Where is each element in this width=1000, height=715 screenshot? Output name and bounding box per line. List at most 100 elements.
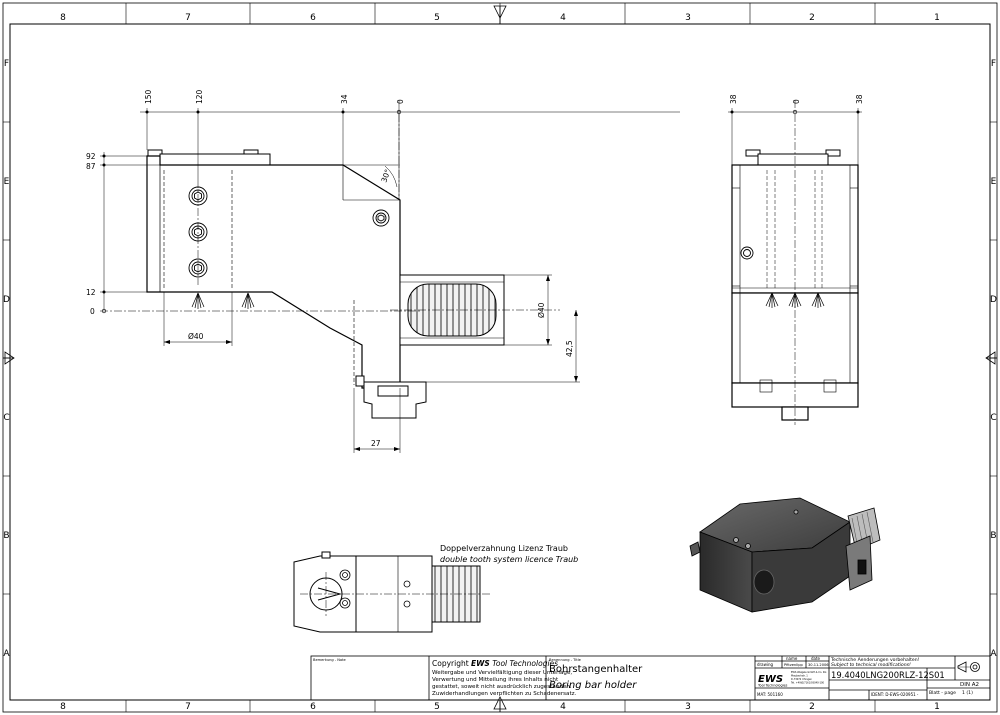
front-top-lugs — [745, 149, 841, 166]
tooth-system-note: Doppelverzahnung Lizenz Traub double too… — [440, 544, 578, 564]
dim-38-left: 38 — [729, 94, 738, 104]
dim-bore-dia-40: Ø40 — [188, 332, 204, 341]
company-line: Tel. +49(0)7161/93040-100 — [791, 682, 825, 685]
column-label: 1 — [934, 13, 940, 23]
frame-column-labels: 8 7 6 5 4 3 2 1 8 7 6 5 4 3 2 1 — [60, 13, 940, 712]
holder-body-outline — [146, 155, 401, 389]
row-label: A — [3, 649, 10, 659]
change-en: Subject to technical modifications! — [831, 662, 911, 668]
mat-label: MAT: 501160 — [757, 692, 783, 697]
side-dimension-lines — [100, 108, 680, 453]
iso-bore — [753, 569, 775, 595]
copyright-line: Copyright EWS Tool Technologies — [432, 659, 558, 668]
dim-angle-30: 30° — [379, 168, 392, 184]
dim-38-right: 38 — [855, 94, 864, 104]
company-line: EWS Weigele GmbH & Co. KG — [791, 671, 826, 674]
side-dimension-labels: 150 120 34 0 92 87 12 0 30° Ø40 Ø40 42,5… — [86, 89, 574, 448]
title-en: Boring bar holder — [549, 680, 637, 691]
sheet-label: Blatt - page — [929, 690, 956, 696]
company-address: EWS Weigele GmbH & Co. KG Maybachstr. 1 … — [791, 671, 826, 685]
iso-clamp-slot — [857, 559, 867, 575]
row-label: E — [4, 177, 10, 187]
din-format: DIN A2 — [960, 682, 979, 688]
iso-pins — [689, 541, 701, 557]
clamp-lugs — [147, 149, 271, 166]
drawer-name: Pfitzenlipp — [784, 663, 803, 667]
hidden-bore-lines — [163, 170, 355, 385]
part-number: 19.4040LNG200RLZ-12S01 — [831, 670, 945, 680]
note-en: double tooth system licence Traub — [440, 555, 578, 564]
dim-shank-dia-40: Ø40 — [537, 302, 546, 318]
column-label: 1 — [934, 702, 940, 712]
projection-symbol-icon — [957, 661, 980, 673]
row-label: E — [991, 177, 997, 187]
row-label: D — [990, 295, 997, 305]
front-coolant-outlets — [765, 292, 825, 308]
dimension-arrows — [101, 109, 578, 451]
dim-42-5: 42,5 — [565, 340, 574, 357]
legal-notice: Weitergabe und Vervielfältigung dieser U… — [432, 670, 577, 697]
col-name: name — [786, 656, 798, 661]
front-dimension-labels: 38 0 38 — [729, 94, 864, 104]
column-label: 2 — [809, 13, 815, 23]
title-block: Bemerkung - Note Copyright EWS Tool Tech… — [310, 655, 991, 701]
dim-12: 12 — [86, 288, 96, 297]
side-view: 150 120 34 0 92 87 12 0 30° Ø40 Ø40 42,5… — [86, 89, 680, 453]
front-dimension-points — [730, 109, 860, 115]
sheet-value: 1 (1) — [962, 690, 973, 696]
dim-34: 34 — [340, 94, 349, 104]
top-view — [293, 551, 490, 633]
dim-92: 92 — [86, 152, 96, 161]
dim-0-top: 0 — [396, 99, 405, 104]
company-line: Maybachstr. 1 — [791, 675, 808, 678]
title-de: Bohrstangenhalter — [549, 664, 643, 675]
iso-screw — [733, 537, 739, 543]
dim-0-left: 0 — [90, 307, 95, 316]
drawing-info: name date drawing Pfitzenlipp 30.11.2006 — [757, 656, 829, 667]
bottom-clamp — [355, 375, 427, 419]
top-view-screws — [339, 569, 411, 609]
legal-line: Zuwiderhandlungen verpflichten zu Schade… — [432, 691, 577, 697]
dim-0-center: 0 — [792, 99, 801, 104]
front-side-screw — [740, 246, 754, 260]
column-label: 5 — [434, 702, 440, 712]
change-de: Technische Aenderungen vorbehalten! — [830, 657, 920, 663]
column-label: 4 — [560, 13, 566, 23]
row-label: B — [990, 531, 996, 541]
column-label: 3 — [685, 13, 691, 23]
row-label: D — [3, 295, 10, 305]
column-label: 8 — [60, 13, 66, 23]
company-line: D-73072 Uhingen — [791, 678, 813, 681]
column-label: 4 — [560, 702, 566, 712]
col-date: date — [811, 656, 821, 661]
logo-text: EWS — [758, 674, 783, 685]
iso-shank-ridges — [851, 511, 874, 549]
note-de: Doppelverzahnung Lizenz Traub — [440, 544, 568, 553]
remarks-label: Bemerkung - Note — [313, 658, 347, 662]
isometric-view — [689, 497, 881, 613]
column-label: 6 — [310, 702, 316, 712]
ident-label: IDENT: D-EWS-020951 - — [871, 692, 919, 697]
row-drawing: drawing — [757, 662, 774, 667]
dim-87: 87 — [86, 162, 96, 171]
ews-logo: EWS Tool Technologies — [757, 674, 788, 688]
frame-row-labels: F E D C B A F E D C B A — [3, 59, 997, 659]
row-label: A — [990, 649, 997, 659]
iso-screw — [745, 543, 751, 549]
legal-line: Weitergabe und Vervielfältigung dieser U… — [432, 670, 572, 676]
row-label: C — [990, 413, 996, 423]
column-label: 2 — [809, 702, 815, 712]
front-hidden-lines — [766, 170, 823, 290]
row-label: F — [4, 59, 9, 69]
column-label: 5 — [434, 13, 440, 23]
dim-120: 120 — [195, 89, 204, 104]
title-label: Benennung - Title — [549, 658, 582, 662]
legal-line: gestattet, soweit nicht ausdrücklich zug… — [432, 684, 572, 690]
row-label: B — [3, 531, 9, 541]
front-side-grooves — [732, 165, 858, 393]
row-label: F — [991, 59, 996, 69]
toothed-shank — [399, 274, 505, 346]
dim-27: 27 — [371, 439, 381, 448]
iso-screw — [793, 509, 799, 515]
column-label: 7 — [185, 702, 191, 712]
